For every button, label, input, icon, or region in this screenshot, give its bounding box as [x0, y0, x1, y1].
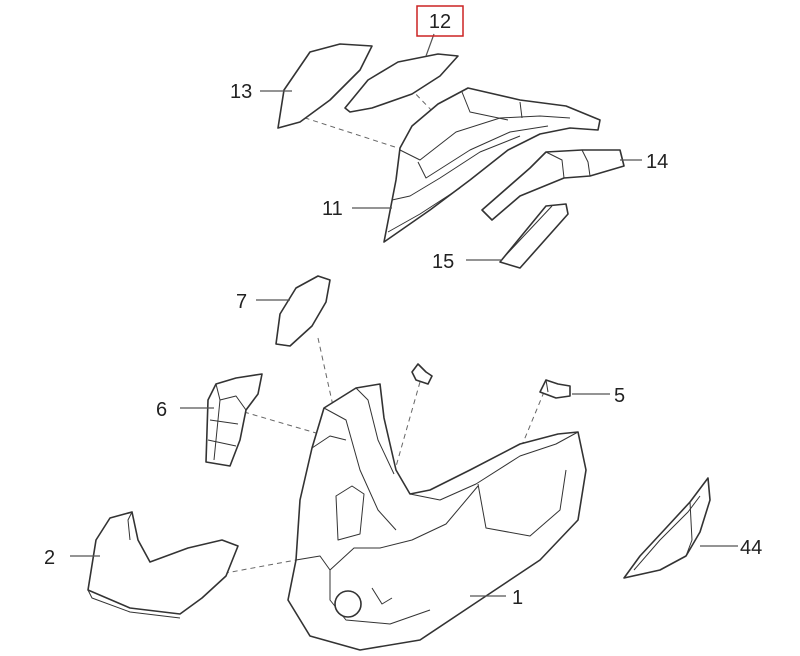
callout-44[interactable]: 44 [740, 537, 762, 559]
part-15-trim-block [499, 203, 569, 269]
callout-labels: 13 12 11 14 15 7 6 5 2 44 1 [44, 5, 762, 609]
part-14-side-trim [481, 149, 625, 221]
callout-12[interactable]: 12 [429, 11, 451, 33]
part-13-mesh-panel [277, 43, 373, 129]
part-6-side-duct [205, 373, 263, 467]
upper-clip [411, 363, 433, 385]
callout-7[interactable]: 7 [236, 291, 247, 313]
part-2-lower-grille [87, 511, 239, 619]
callout-14[interactable]: 14 [646, 151, 668, 173]
callout-13[interactable]: 13 [230, 81, 252, 103]
part-1-front-shield [287, 383, 587, 651]
part-11-upper-fairing [383, 87, 601, 243]
part-5-clip [539, 379, 571, 399]
callout-5[interactable]: 5 [614, 385, 625, 407]
callout-12-highlight-box [416, 5, 464, 37]
callout-15[interactable]: 15 [432, 251, 454, 273]
part-12-mesh-grille [344, 53, 459, 113]
leader-lines [70, 33, 738, 597]
callout-1[interactable]: 1 [512, 587, 523, 609]
part-7-vent-grille [275, 275, 331, 347]
part-44-side-trim [623, 477, 711, 579]
callout-6[interactable]: 6 [156, 399, 167, 421]
callout-11[interactable]: 11 [322, 198, 343, 220]
callout-2[interactable]: 2 [44, 547, 55, 569]
